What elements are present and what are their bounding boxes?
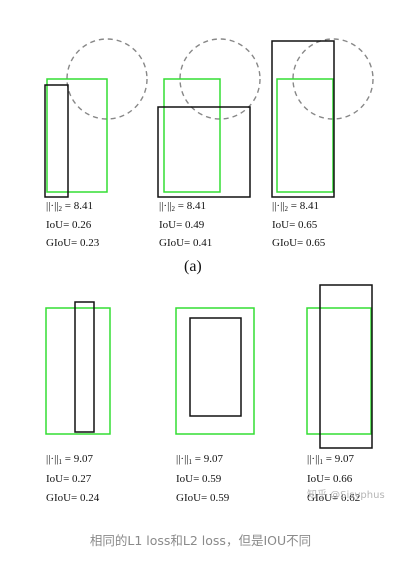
iou-a3: IoU= 0.65: [272, 219, 318, 231]
predicted-box-b1: [74, 301, 95, 433]
giou-b1: GIoU= 0.24: [46, 492, 100, 504]
ground-truth-box-a2: [163, 78, 221, 193]
distance-circle-a3: [292, 38, 374, 120]
iou-a1: IoU= 0.26: [46, 219, 92, 231]
giou-a3: GIoU= 0.65: [272, 237, 326, 249]
ground-truth-box-b3: [306, 307, 372, 435]
iou-b3: IoU= 0.66: [307, 473, 353, 485]
norm-l1-b3: ||·||1 = 9.07: [307, 453, 354, 466]
giou-a2: GIoU= 0.41: [159, 237, 213, 249]
predicted-box-a2: [157, 106, 251, 198]
giou-a1: GIoU= 0.23: [46, 237, 100, 249]
norm-l2-a1: ||·||2 = 8.41: [46, 200, 93, 213]
norm-l1-b2: ||·||1 = 9.07: [176, 453, 223, 466]
ground-truth-box-a3: [276, 78, 334, 193]
ground-truth-box-b2: [175, 307, 255, 435]
giou-b3: GIoU= 0.62: [307, 492, 361, 504]
predicted-box-b3: [319, 284, 373, 449]
distance-circle-a1: [66, 38, 148, 120]
iou-a2: IoU= 0.49: [159, 219, 205, 231]
iou-b1: IoU= 0.27: [46, 473, 92, 485]
iou-b2: IoU= 0.59: [176, 473, 222, 485]
giou-b2: GIoU= 0.59: [176, 492, 230, 504]
panel-a-label: (a): [184, 258, 202, 275]
ground-truth-box-b1: [45, 307, 111, 435]
norm-l2-a3: ||·||2 = 8.41: [272, 200, 319, 213]
ground-truth-box-a1: [46, 78, 108, 193]
norm-l1-b1: ||·||1 = 9.07: [46, 453, 93, 466]
predicted-box-a3: [271, 40, 335, 198]
watermark: 知乎 @Sisyphus: [307, 490, 385, 501]
predicted-box-a1: [44, 84, 69, 198]
norm-l2-a2: ||·||2 = 8.41: [159, 200, 206, 213]
predicted-box-b2: [189, 317, 242, 417]
figure-caption: 相同的L1 loss和L2 loss，但是IOU不同: [89, 533, 312, 548]
distance-circle-a2: [179, 38, 261, 120]
